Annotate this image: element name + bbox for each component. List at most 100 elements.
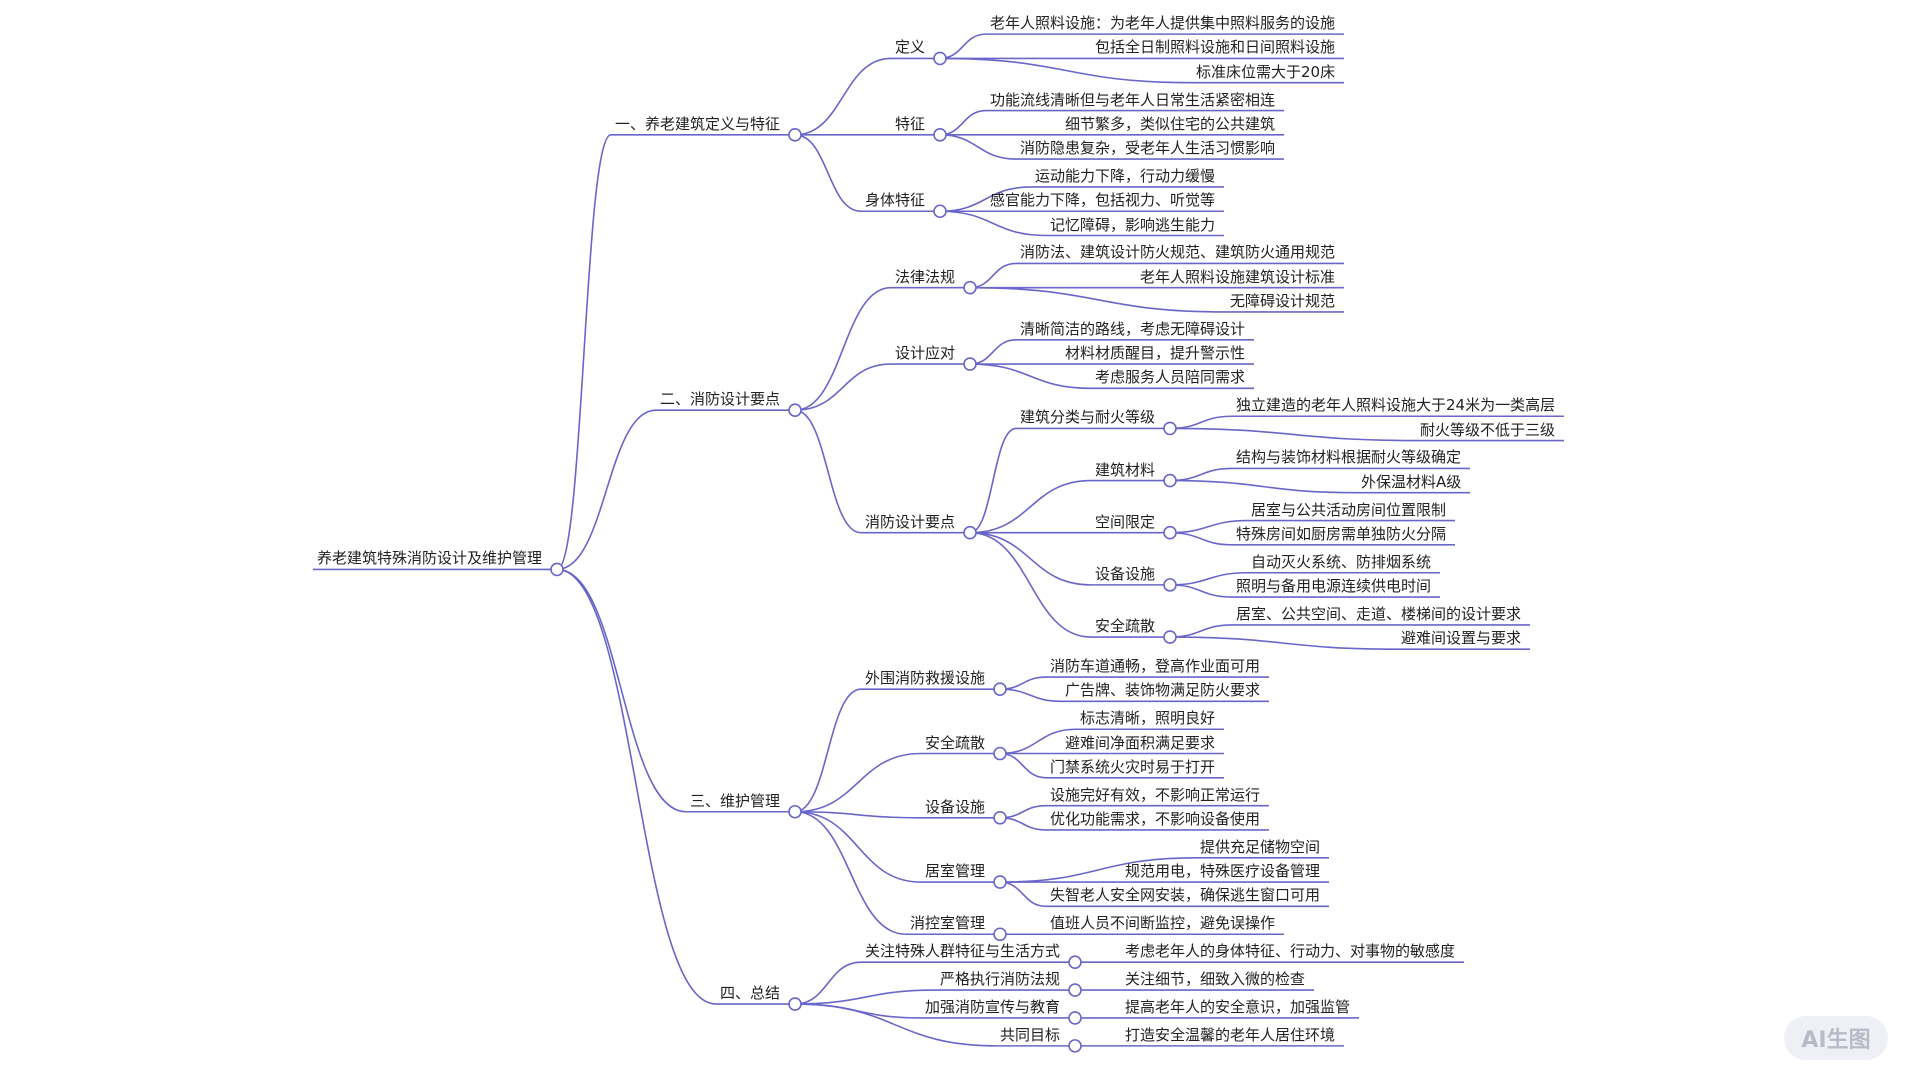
leaf-node[interactable]: 消防隐患复杂，受老年人生活习惯影响 bbox=[1020, 139, 1276, 158]
connector-edge bbox=[1169, 636, 1398, 650]
connector-edge bbox=[999, 881, 1047, 908]
collapse-toggle-icon[interactable] bbox=[788, 403, 802, 417]
leaf-node[interactable]: 运动能力下降，行动力缓慢 bbox=[1035, 166, 1216, 185]
branch-node-depth-3[interactable]: 建筑分类与耐火等级 bbox=[1020, 408, 1156, 427]
leaf-node[interactable]: 照明与备用电源连续供电时间 bbox=[1236, 577, 1432, 596]
connector-edge bbox=[794, 989, 937, 1005]
collapse-toggle-icon[interactable] bbox=[788, 997, 802, 1011]
leaf-node[interactable]: 避难间设置与要求 bbox=[1401, 629, 1522, 648]
ai-generate-button[interactable]: AI生图 bbox=[1784, 1016, 1888, 1060]
leaf-node[interactable]: 提供充足储物空间 bbox=[1200, 837, 1321, 856]
branch-node-depth-2[interactable]: 严格执行消防法规 bbox=[940, 970, 1061, 989]
branch-node-depth-2[interactable]: 居室管理 bbox=[925, 862, 986, 881]
connector-edge bbox=[999, 752, 1047, 779]
branch-node-depth-1[interactable]: 四、总结 bbox=[720, 984, 781, 1003]
collapse-toggle-icon[interactable] bbox=[993, 927, 1007, 942]
leaf-node[interactable]: 标准床位需大于20床 bbox=[1196, 62, 1336, 81]
branch-node-depth-1[interactable]: 一、养老建筑定义与特征 bbox=[615, 114, 781, 133]
collapse-toggle-icon[interactable] bbox=[1163, 473, 1177, 488]
leaf-node[interactable]: 标志清晰，照明良好 bbox=[1080, 709, 1216, 728]
branch-node-depth-2[interactable]: 法律法规 bbox=[895, 267, 956, 286]
collapse-toggle-icon[interactable] bbox=[1068, 1039, 1082, 1053]
leaf-node[interactable]: 打造安全温馨的老年人居住环境 bbox=[1125, 1025, 1336, 1044]
leaf-node[interactable]: 设施完好有效，不影响正常运行 bbox=[1050, 785, 1261, 804]
collapse-toggle-icon[interactable] bbox=[1068, 955, 1082, 969]
leaf-node[interactable]: 外保温材料A级 bbox=[1361, 472, 1462, 491]
leaf-node[interactable]: 失智老人安全网安装，确保逃生窗口可用 bbox=[1050, 886, 1321, 905]
leaf-node[interactable]: 考虑服务人员陪同需求 bbox=[1095, 368, 1246, 387]
branch-node-depth-2[interactable]: 消控室管理 bbox=[910, 914, 986, 933]
leaf-node[interactable]: 老年人照料设施：为老年人提供集中照料服务的设施 bbox=[990, 14, 1336, 33]
collapse-toggle-icon[interactable] bbox=[963, 357, 977, 371]
leaf-node[interactable]: 记忆障碍，影响逃生能力 bbox=[1050, 215, 1216, 234]
collapse-toggle-icon[interactable] bbox=[1068, 983, 1082, 997]
collapse-toggle-icon[interactable] bbox=[933, 51, 947, 66]
connector-edge bbox=[794, 961, 862, 1005]
branch-node-depth-1[interactable]: 三、维护管理 bbox=[690, 791, 781, 810]
branch-node-depth-2[interactable]: 关注特殊人群特征与生活方式 bbox=[865, 942, 1061, 961]
collapse-toggle-icon[interactable] bbox=[933, 204, 947, 219]
connector-edge bbox=[556, 409, 657, 571]
leaf-node[interactable]: 功能流线清晰但与老年人日常生活紧密相连 bbox=[990, 90, 1276, 109]
branch-node-depth-1[interactable]: 二、消防设计要点 bbox=[660, 390, 781, 409]
connector-edge bbox=[969, 531, 1092, 638]
collapse-toggle-icon[interactable] bbox=[788, 804, 802, 819]
leaf-node[interactable]: 考虑老年人的身体特征、行动力、对事物的敏感度 bbox=[1125, 942, 1456, 961]
collapse-toggle-icon[interactable] bbox=[933, 128, 947, 142]
collapse-toggle-icon[interactable] bbox=[1163, 630, 1177, 644]
collapse-toggle-icon[interactable] bbox=[788, 128, 802, 142]
branch-node-depth-2[interactable]: 设计应对 bbox=[895, 344, 956, 363]
leaf-node[interactable]: 关注细节，细致入微的检查 bbox=[1125, 970, 1306, 989]
branch-node-depth-2[interactable]: 特征 bbox=[895, 114, 926, 133]
branch-node-depth-2[interactable]: 加强消防宣传与教育 bbox=[925, 997, 1061, 1016]
leaf-node[interactable]: 结构与装饰材料根据耐火等级确定 bbox=[1236, 448, 1462, 467]
leaf-node[interactable]: 独立建造的老年人照料设施大于24米为一类高层 bbox=[1236, 396, 1556, 415]
leaf-node[interactable]: 清晰简洁的路线，考虑无障碍设计 bbox=[1020, 319, 1246, 338]
collapse-toggle-icon[interactable] bbox=[550, 562, 564, 577]
leaf-node[interactable]: 优化功能需求，不影响设备使用 bbox=[1050, 809, 1261, 828]
leaf-node[interactable]: 细节繁多，类似住宅的公共建筑 bbox=[1065, 114, 1276, 133]
leaf-node[interactable]: 消防车道通畅，登高作业面可用 bbox=[1050, 657, 1261, 676]
branch-node-depth-3[interactable]: 设备设施 bbox=[1095, 564, 1156, 583]
branch-node-depth-2[interactable]: 身体特征 bbox=[865, 191, 926, 210]
branch-node-depth-2[interactable]: 设备设施 bbox=[925, 797, 986, 816]
leaf-node[interactable]: 居室、公共空间、走道、楼梯间的设计要求 bbox=[1236, 604, 1522, 623]
leaf-node[interactable]: 感官能力下降，包括视力、听觉等 bbox=[990, 191, 1216, 210]
leaf-node[interactable]: 消防法、建筑设计防火规范、建筑防火通用规范 bbox=[1020, 243, 1336, 262]
branch-node-depth-3[interactable]: 空间限定 bbox=[1095, 512, 1156, 531]
leaf-node[interactable]: 规范用电，特殊医疗设备管理 bbox=[1125, 862, 1321, 881]
collapse-toggle-icon[interactable] bbox=[1163, 525, 1177, 540]
branch-node-depth-2[interactable]: 消防设计要点 bbox=[865, 512, 956, 531]
leaf-node[interactable]: 老年人照料设施建筑设计标准 bbox=[1140, 267, 1336, 286]
connector-edge bbox=[999, 676, 1047, 691]
branch-node-depth-3[interactable]: 安全疏散 bbox=[1095, 617, 1156, 636]
collapse-toggle-icon[interactable] bbox=[993, 875, 1007, 889]
branch-node-depth-2[interactable]: 共同目标 bbox=[1000, 1025, 1061, 1044]
leaf-node[interactable]: 特殊房间如厨房需单独防火分隔 bbox=[1236, 524, 1447, 543]
branch-node-depth-2[interactable]: 定义 bbox=[895, 38, 926, 57]
collapse-toggle-icon[interactable] bbox=[1163, 421, 1177, 436]
collapse-toggle-icon[interactable] bbox=[993, 682, 1007, 697]
branch-node-depth-3[interactable]: 建筑材料 bbox=[1095, 460, 1156, 479]
leaf-node[interactable]: 广告牌、装饰物满足防火要求 bbox=[1065, 681, 1261, 700]
leaf-node[interactable]: 门禁系统火灾时易于打开 bbox=[1050, 757, 1216, 776]
leaf-node[interactable]: 耐火等级不低于三级 bbox=[1420, 420, 1556, 439]
leaf-node[interactable]: 提高老年人的安全意识，加强监管 bbox=[1125, 997, 1351, 1016]
root-node[interactable]: 养老建筑特殊消防设计及维护管理 bbox=[317, 549, 543, 568]
branch-node-depth-2[interactable]: 安全疏散 bbox=[925, 733, 986, 752]
connector-edge bbox=[939, 134, 1017, 160]
leaf-node[interactable]: 值班人员不间断监控，避免误操作 bbox=[1050, 914, 1276, 933]
leaf-node[interactable]: 包括全日制照料设施和日间照料设施 bbox=[1095, 38, 1336, 57]
leaf-node[interactable]: 居室与公共活动房间位置限制 bbox=[1251, 500, 1447, 519]
collapse-toggle-icon[interactable] bbox=[963, 525, 977, 540]
collapse-toggle-icon[interactable] bbox=[963, 280, 977, 295]
leaf-node[interactable]: 材料材质醒目，提升警示性 bbox=[1065, 344, 1246, 363]
collapse-toggle-icon[interactable] bbox=[1068, 1011, 1082, 1025]
leaf-node[interactable]: 避难间净面积满足要求 bbox=[1065, 733, 1216, 752]
collapse-toggle-icon[interactable] bbox=[993, 746, 1007, 761]
collapse-toggle-icon[interactable] bbox=[993, 811, 1007, 825]
leaf-node[interactable]: 无障碍设计规范 bbox=[1230, 291, 1336, 310]
leaf-node[interactable]: 自动灭火系统、防排烟系统 bbox=[1251, 552, 1432, 571]
collapse-toggle-icon[interactable] bbox=[1163, 578, 1177, 592]
branch-node-depth-2[interactable]: 外围消防救援设施 bbox=[865, 669, 986, 688]
